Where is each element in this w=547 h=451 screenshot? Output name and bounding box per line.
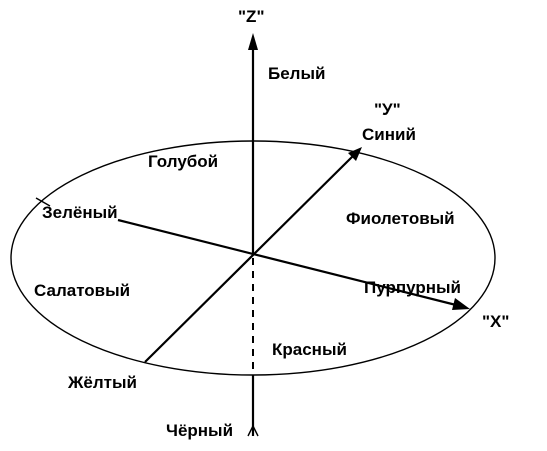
label-white: Белый bbox=[268, 64, 325, 83]
green-tick bbox=[35, 197, 51, 207]
y-axis-line bbox=[144, 152, 357, 363]
z-axis-label: "Z" bbox=[238, 7, 265, 26]
x-axis-label: "X" bbox=[482, 312, 509, 331]
y-axis-label: "У" bbox=[374, 100, 401, 119]
label-violet: Фиолетовый bbox=[346, 209, 455, 228]
label-light-green: Салатовый bbox=[34, 281, 130, 300]
z-axis-tail bbox=[247, 424, 259, 437]
z-axis-arrowhead bbox=[248, 33, 258, 50]
label-blue: Синий bbox=[362, 125, 416, 144]
label-red: Красный bbox=[272, 340, 347, 359]
label-magenta: Пурпурный bbox=[364, 278, 461, 297]
label-cyan: Голубой bbox=[148, 152, 218, 171]
y-axis-arrowhead bbox=[348, 147, 362, 161]
label-green: Зелёный bbox=[42, 203, 118, 222]
label-yellow: Жёлтый bbox=[67, 373, 137, 392]
x-axis-line bbox=[117, 218, 461, 308]
label-black: Чёрный bbox=[166, 421, 233, 440]
x-axis-arrowhead bbox=[452, 298, 470, 310]
